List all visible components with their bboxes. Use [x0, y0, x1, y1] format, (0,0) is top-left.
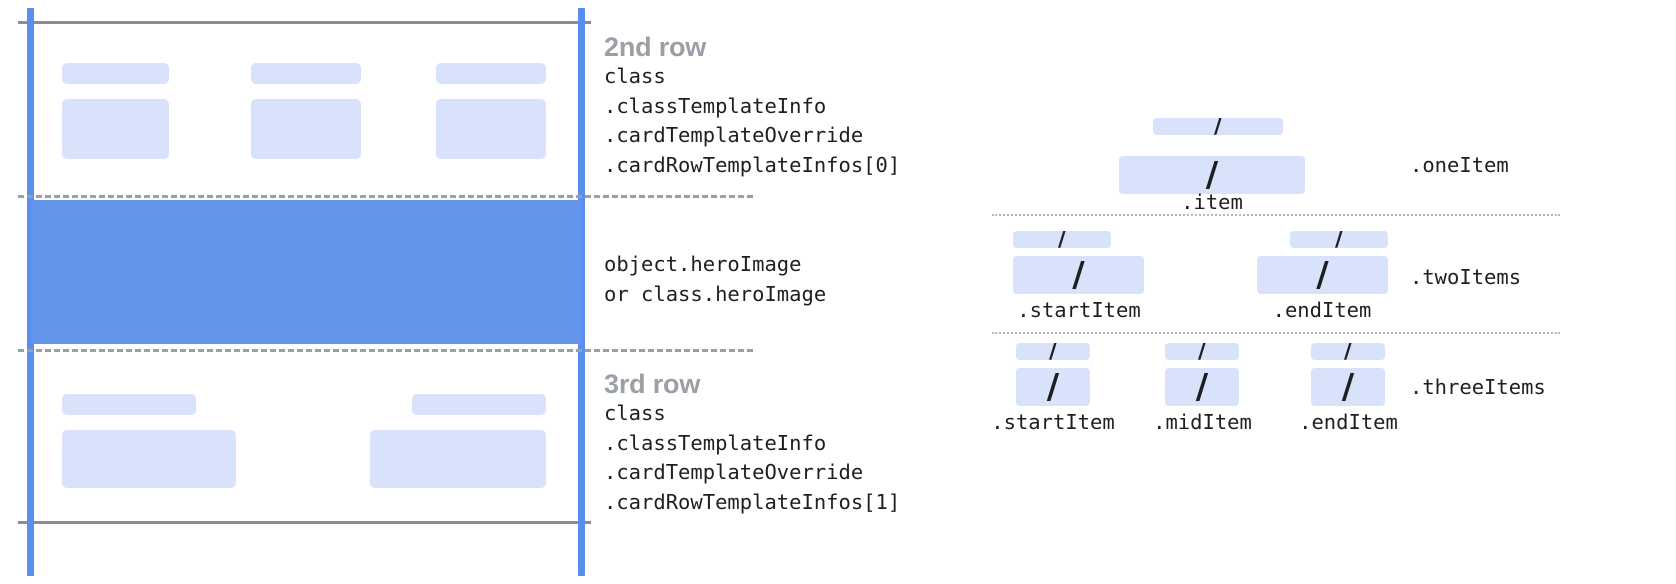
third-row-code-line-3: .cardTemplateOverride	[604, 460, 864, 484]
row-separator-bottom	[18, 349, 753, 352]
second-row-code-line-2: .classTemplateInfo	[604, 93, 827, 118]
slash-glyph: /	[1072, 256, 1085, 294]
second-row-code-line-3: .cardTemplateOverride	[604, 123, 864, 147]
placeholder-label-bar	[251, 63, 361, 84]
three-items-start-large-block: /	[1016, 368, 1090, 406]
third-row-code-line-4: .cardRowTemplateInfos[1]	[604, 489, 901, 514]
frame-left-rail	[27, 8, 34, 576]
third-row-heading: 3rd row	[604, 369, 701, 399]
placeholder-body-box	[370, 430, 546, 488]
two-items-start-small-block: /	[1013, 231, 1111, 248]
hero-code-line-2: or class.heroImage	[604, 281, 827, 306]
slash-glyph: /	[1057, 231, 1067, 248]
two-items-group-label: .twoItems	[1410, 265, 1522, 289]
slash-glyph: /	[1341, 368, 1355, 406]
slash-glyph: /	[1343, 343, 1353, 360]
three-items-mid-large-block: /	[1165, 368, 1239, 406]
third-row-code-line-2: .classTemplateInfo	[604, 430, 827, 455]
slash-glyph: /	[1316, 256, 1329, 294]
placeholder-body-box	[62, 99, 169, 159]
slash-glyph: /	[1048, 343, 1058, 360]
placeholder-label-bar	[62, 63, 169, 84]
annotation-hero-row: object.heroImage or class.heroImage	[604, 250, 826, 309]
second-row-code-line-4: .cardRowTemplateInfos[0]	[604, 152, 901, 177]
second-row-heading: 2nd row	[604, 32, 707, 62]
two-items-start-sub-label: .startItem	[1017, 298, 1141, 322]
items-separator-1	[992, 214, 1560, 216]
slash-glyph: /	[1197, 343, 1207, 360]
two-items-start-large-block: /	[1013, 256, 1144, 294]
two-items-end-large-block: /	[1257, 256, 1388, 294]
three-items-end-small-block: /	[1311, 343, 1385, 360]
row-separator-top	[18, 195, 753, 198]
slash-glyph: /	[1205, 156, 1219, 194]
third-row-code-line-1: class	[604, 401, 666, 425]
three-items-end-large-block: /	[1311, 368, 1385, 406]
items-panel: / / .item .oneItem / / .startItem / / .e…	[960, 0, 1676, 584]
placeholder-body-box	[251, 99, 361, 159]
hero-image-band	[31, 200, 582, 344]
annotation-second-row: 2nd row class .classTemplateInfo .cardTe…	[604, 32, 900, 180]
placeholder-label-bar	[436, 63, 546, 84]
three-items-end-sub-label: .endItem	[1299, 410, 1398, 434]
card-frame	[0, 0, 753, 584]
frame-top-border	[18, 21, 591, 24]
placeholder-body-box	[436, 99, 546, 159]
three-items-start-sub-label: .startItem	[991, 410, 1115, 434]
one-item-small-block: /	[1153, 118, 1283, 135]
annotation-third-row: 3rd row class .classTemplateInfo .cardTe…	[604, 369, 900, 517]
slash-glyph: /	[1334, 231, 1344, 248]
placeholder-body-box	[62, 430, 236, 488]
two-items-end-small-block: /	[1290, 231, 1388, 248]
three-items-mid-sub-label: .midItem	[1153, 410, 1252, 434]
slash-glyph: /	[1213, 118, 1223, 135]
frame-bottom-border	[18, 521, 591, 524]
placeholder-label-bar	[62, 394, 196, 415]
one-item-large-block: /	[1119, 156, 1305, 194]
three-items-start-small-block: /	[1016, 343, 1090, 360]
one-item-sub-label: .item	[1181, 190, 1243, 214]
hero-code-line-1: object.heroImage	[604, 252, 802, 276]
slash-glyph: /	[1046, 368, 1060, 406]
one-item-group-label: .oneItem	[1410, 153, 1509, 177]
three-items-group-label: .threeItems	[1410, 375, 1546, 399]
two-items-end-sub-label: .endItem	[1272, 298, 1372, 322]
second-row-code-line-1: class	[604, 64, 666, 88]
items-separator-2	[992, 332, 1560, 334]
slash-glyph: /	[1195, 368, 1209, 406]
placeholder-label-bar	[412, 394, 546, 415]
three-items-mid-small-block: /	[1165, 343, 1239, 360]
